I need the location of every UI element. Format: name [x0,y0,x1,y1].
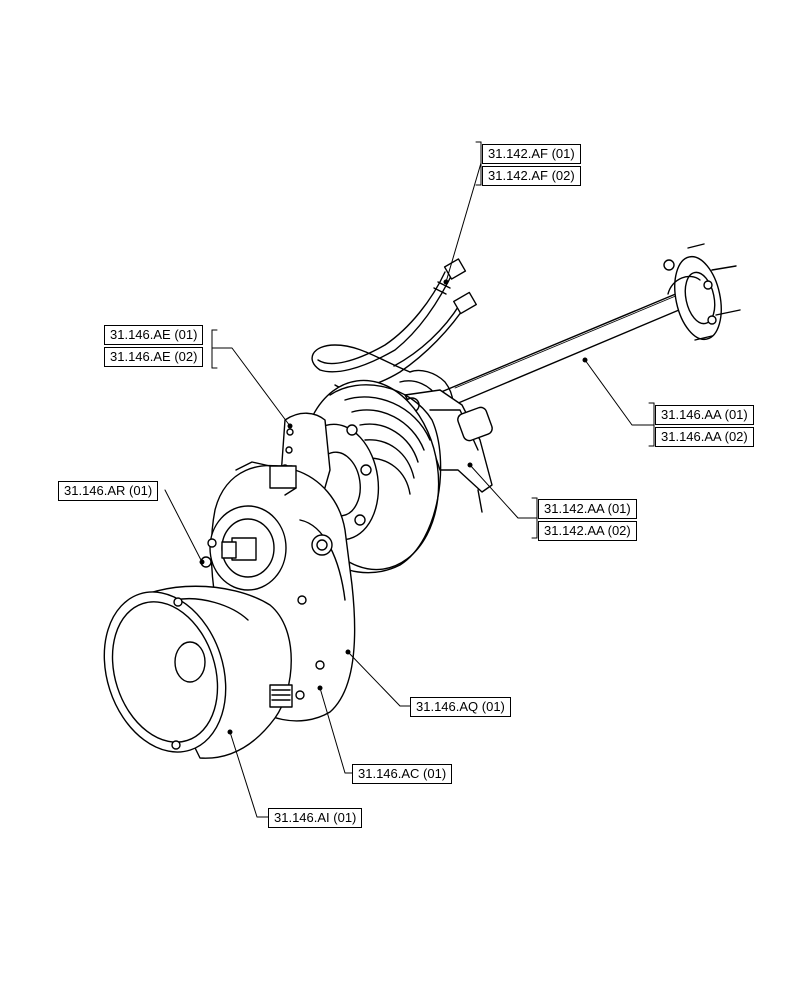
pulley-guard [103,585,293,759]
callout-31-142-aa-01: 31.142.AA (01) [538,499,637,519]
callout-31-146-ac-01: 31.146.AC (01) [352,764,453,784]
callout-31-146-ar-01: 31.146.AR (01) [58,481,159,501]
callout-31-142-aa-02: 31.142.AA (02) [538,521,637,541]
leader-dots [199,279,588,735]
callout-31-142-af-01: 31.142.AF (01) [482,144,581,164]
leader-lines [164,141,655,818]
callout-31-146-aq-01: 31.146.AQ (01) [410,697,511,717]
input-shaft-boss [200,505,287,591]
callout-31-142-af-02: 31.142.AF (02) [482,166,581,186]
callout-31-146-aa-02: 31.146.AA (02) [655,427,754,447]
callout-31-146-aa-01: 31.146.AA (01) [655,405,754,425]
callout-31-146-ai-01: 31.146.AI (01) [268,808,363,828]
callout-31-146-ae-01: 31.146.AE (01) [104,325,204,345]
shaft-flange [663,243,741,341]
callout-31-146-ae-02: 31.146.AE (02) [104,347,204,367]
